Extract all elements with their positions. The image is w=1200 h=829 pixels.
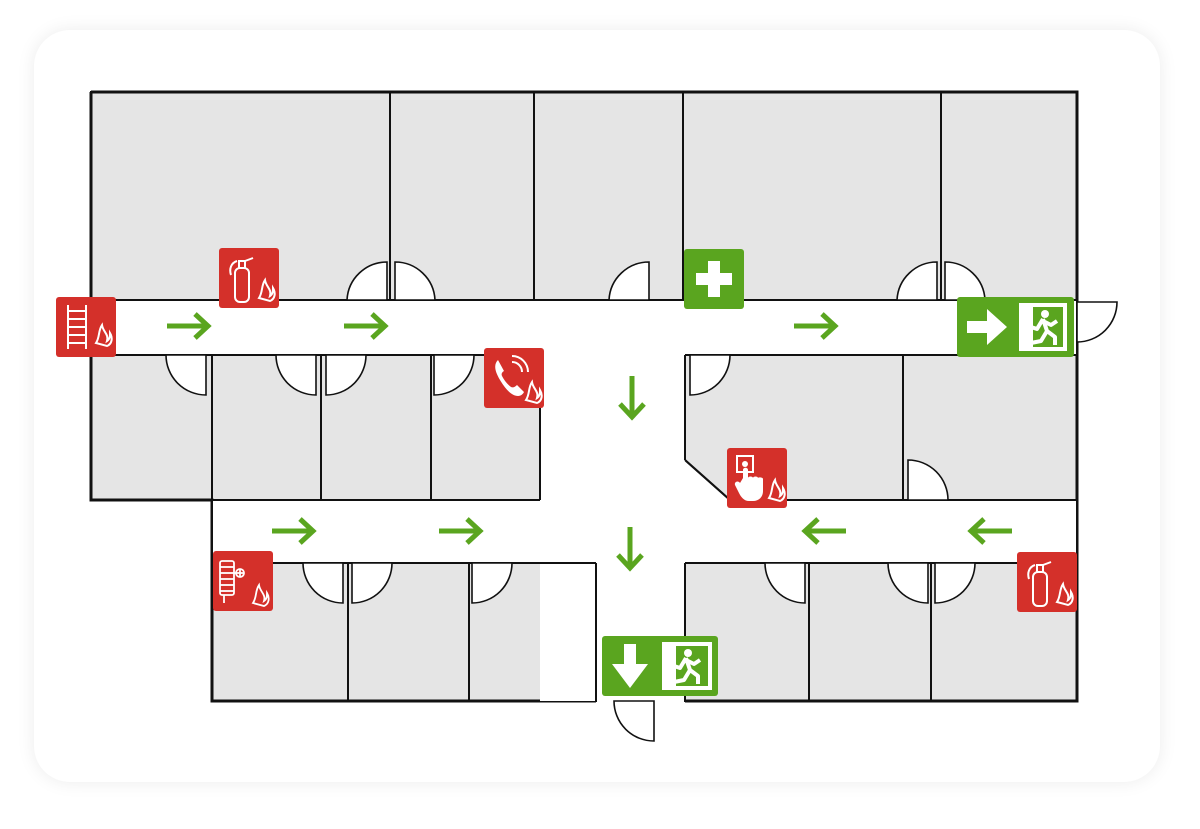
fire-ladder-icon <box>67 305 113 349</box>
fire-ladder-sign <box>56 297 116 357</box>
fire-extinguisher-sign <box>1017 552 1077 612</box>
escape-arrow-down <box>618 376 646 421</box>
fire-alarm-call-point-icon <box>734 455 786 503</box>
escape-arrow-down <box>616 527 644 572</box>
fire-extinguisher-sign <box>219 248 279 308</box>
escape-arrow-right <box>439 517 484 545</box>
escape-arrow-right <box>167 312 212 340</box>
escape-arrow-left <box>967 517 1012 545</box>
escape-arrows <box>167 312 1012 572</box>
escape-arrow-right <box>794 312 839 340</box>
escape-arrow-left <box>801 517 846 545</box>
escape-arrow-right <box>272 517 317 545</box>
room-top-3 <box>533 91 684 301</box>
doors <box>165 261 1118 742</box>
fire-hose-sign <box>213 551 273 611</box>
fire-extinguisher-icon <box>1027 561 1074 607</box>
fire-alarm-sign <box>727 448 787 508</box>
fire-hose-reel-icon <box>219 560 270 607</box>
emergency-phone-icon <box>495 355 543 405</box>
corridors <box>92 301 1076 701</box>
exit-down-sign <box>602 636 718 696</box>
exit-right-sign <box>957 297 1074 357</box>
first-aid-sign <box>684 249 744 309</box>
fire-phone-sign <box>484 348 544 408</box>
escape-arrow-right <box>344 312 389 340</box>
fire-extinguisher-icon <box>229 257 276 303</box>
emergency-exit-down-icon <box>612 642 712 690</box>
first-aid-icon <box>696 261 732 297</box>
emergency-exit-right-icon <box>967 303 1067 351</box>
